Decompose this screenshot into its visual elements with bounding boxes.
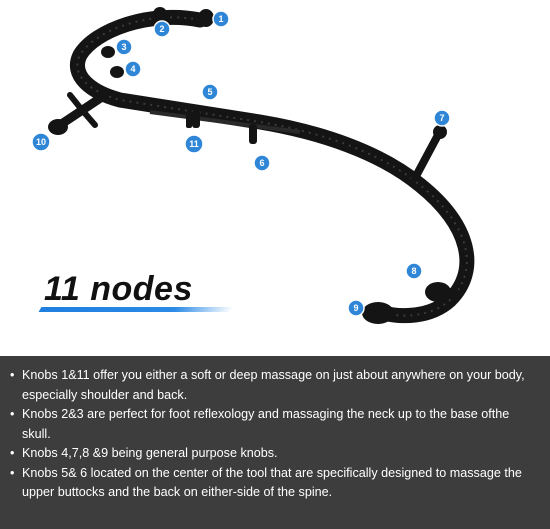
badge-11-label: 11	[189, 139, 199, 149]
massage-tool-body	[48, 7, 475, 324]
feature-text: Knobs 4,7,8 &9 being general purpose kno…	[22, 446, 278, 460]
badge-2-label: 2	[159, 24, 164, 34]
feature-item: • Knobs 1&11 offer you either a soft or …	[8, 366, 540, 405]
bullet-icon: •	[10, 446, 15, 460]
badge-2: 2	[153, 20, 171, 38]
badge-8-label: 8	[411, 266, 416, 276]
feature-text: Knobs 2&3 are perfect for foot reflexolo…	[22, 407, 510, 441]
badge-5-label: 5	[207, 87, 212, 97]
description-panel: • Knobs 1&11 offer you either a soft or …	[0, 356, 550, 529]
badge-3-label: 3	[121, 42, 126, 52]
bullet-icon: •	[10, 465, 15, 480]
bullet-icon: •	[10, 407, 15, 421]
product-image-area: 1 2 3 4 5 6 7 8 9 10 11 11 no	[31, 7, 475, 324]
badge-10-label: 10	[36, 137, 46, 147]
badge-7-label: 7	[439, 113, 444, 123]
badge-9: 9	[347, 299, 365, 317]
badge-11: 11	[184, 134, 204, 154]
badge-3: 3	[115, 38, 133, 56]
badge-7: 7	[433, 109, 451, 127]
feature-item: • Knobs 5& 6 located on the center of th…	[8, 464, 540, 503]
bullet-icon: •	[10, 368, 15, 382]
badge-4-label: 4	[130, 64, 135, 74]
feature-text: Knobs 5& 6 located on the center of the …	[22, 465, 522, 500]
massage-tool-illustration: 1 2 3 4 5 6 7 8 9 10 11	[31, 7, 475, 324]
badge-10: 10	[31, 132, 51, 152]
badge-1: 1	[212, 10, 230, 28]
badge-5: 5	[201, 83, 219, 101]
feature-list: • Knobs 1&11 offer you either a soft or …	[8, 366, 540, 503]
feature-item: • Knobs 4,7,8 &9 being general purpose k…	[8, 444, 540, 464]
badge-4: 4	[124, 60, 142, 78]
badge-1-label: 1	[218, 14, 223, 24]
feature-text: Knobs 1&11 offer you either a soft or de…	[22, 368, 525, 402]
badge-6-label: 6	[259, 158, 264, 168]
badge-6: 6	[253, 154, 271, 172]
badge-9-label: 9	[353, 303, 358, 313]
badge-8: 8	[405, 262, 423, 280]
feature-item: • Knobs 2&3 are perfect for foot reflexo…	[8, 405, 540, 444]
headline: 11 nodes	[44, 270, 193, 308]
headline-accent-bar	[38, 307, 234, 312]
